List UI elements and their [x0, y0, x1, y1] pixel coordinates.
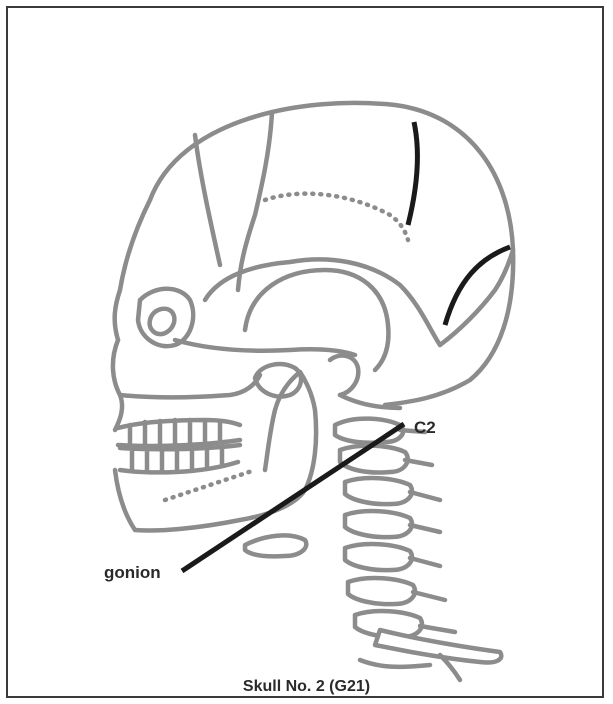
maxilla-lower	[120, 375, 260, 397]
squamosal-suture	[265, 194, 408, 240]
upper-teeth	[118, 420, 240, 446]
c6	[348, 578, 415, 604]
nasal-maxilla	[113, 340, 122, 430]
skull-base	[340, 395, 400, 408]
zygomatic-arch	[175, 340, 355, 355]
mandible-ramus	[265, 372, 300, 470]
mylohyoid-line	[165, 470, 255, 500]
parietal-line	[195, 135, 220, 265]
clavicle	[375, 630, 501, 663]
figure-caption: Skull No. 2 (G21)	[0, 678, 613, 696]
c2-label: C2	[414, 418, 436, 437]
shoulder-lines	[360, 655, 460, 680]
gonion-label: gonion	[104, 563, 161, 582]
frontal-outline	[115, 200, 150, 340]
c4	[345, 511, 412, 537]
lower-teeth	[120, 445, 240, 472]
orbit-inner	[150, 309, 175, 334]
temporal-squama	[245, 270, 388, 370]
mastoid	[330, 356, 358, 395]
parietal-marker	[408, 122, 417, 225]
c5	[345, 544, 412, 570]
hyoid	[245, 535, 306, 556]
c3	[345, 478, 412, 504]
orbit	[138, 289, 193, 346]
